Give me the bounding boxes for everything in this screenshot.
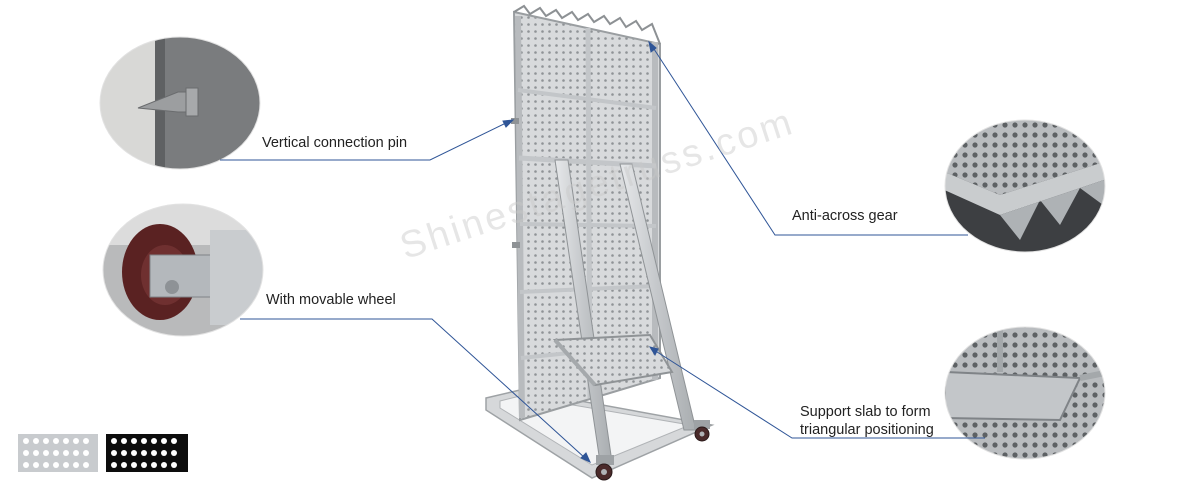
label-movable-wheel: With movable wheel: [266, 292, 396, 308]
wheel-rear: [694, 420, 710, 442]
label-anti-across-gear: Anti-across gear: [792, 208, 898, 224]
label-support-slab: Support slab to form triangular position…: [800, 403, 934, 439]
detail-anti-across-gear: [945, 120, 1105, 252]
detail-connection-pin: [100, 37, 260, 169]
crowd-barrier: [485, 4, 715, 481]
detail-support-slab: [945, 327, 1105, 459]
perforated-sheet-grey-icon: [18, 434, 98, 472]
wheel-front: [595, 455, 614, 481]
label-support-slab-line2: triangular positioning: [800, 422, 934, 438]
perforated-sheet-black-icon: [106, 434, 188, 472]
leader-lines: [220, 40, 985, 463]
label-vertical-connection-pin: Vertical connection pin: [262, 135, 408, 151]
label-support-slab-line1: Support slab to form: [800, 404, 931, 420]
detail-movable-wheel: [103, 204, 263, 336]
